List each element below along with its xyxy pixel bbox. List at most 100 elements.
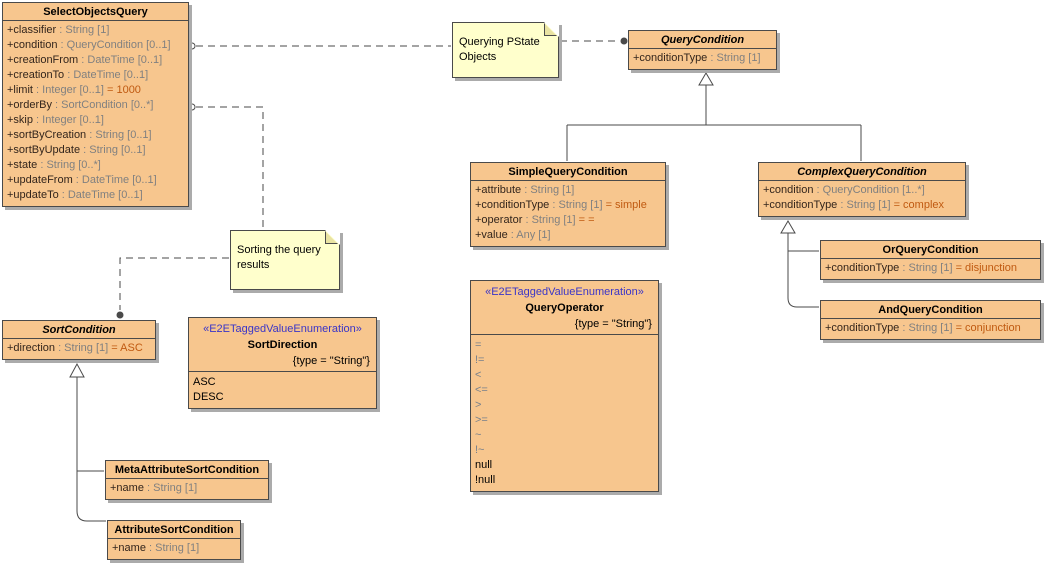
attr-name: +attribute [475,184,522,196]
attr-type: : DateTime [0..1] [78,54,163,66]
enum-literal: != [475,354,485,366]
element-anchor-dot-icon [116,311,124,319]
class-selectobjectsquery[interactable]: SelectObjectsQuery +classifier : String … [2,2,189,207]
attr-name: +sortByCreation [7,129,87,141]
attr-type: : Any [1] [507,229,551,241]
note-text: Objects [459,51,497,63]
enum-literal: !~ [475,444,485,456]
attr-name: +name [112,542,146,554]
attributes-compartment: +classifier : String [1] +condition : Qu… [3,21,188,206]
generalization-arrow-icon [698,72,714,86]
class-title: MetaAttributeSortCondition [106,461,268,479]
enum-literal: <= [475,384,488,396]
attr-name: +state [7,159,38,171]
attr-name: +value [475,229,508,241]
attr-default: = complex [890,199,945,211]
class-complexquerycondition[interactable]: ComplexQueryCondition +condition : Query… [758,162,966,217]
class-simplequerycondition[interactable]: SimpleQueryCondition +attribute : String… [470,162,666,247]
class-title: ComplexQueryCondition [759,163,965,181]
attr-type: : String [0..1] [80,144,146,156]
attr-type: : DateTime [0..1] [72,174,157,186]
attr-name: +conditionType [633,52,708,64]
attributes-compartment: +conditionType : String [1] = conjunctio… [821,319,1040,339]
enum-queryoperator[interactable]: «E2ETaggedValueEnumeration» QueryOperato… [470,280,659,492]
enum-title: SortDirection [247,339,318,351]
class-attributesortcondition[interactable]: AttributeSortCondition +name : String [1… [107,520,241,560]
attr-default: = 1000 [103,84,141,96]
attribute-row: +sortByUpdate : String [0..1] [3,143,188,158]
attribute-row: +conditionType : String [1] [629,51,776,66]
class-sortcondition[interactable]: SortCondition +direction : String [1] = … [2,320,156,360]
attribute-anchor-circle-icon [188,42,196,50]
attr-name: +condition [7,39,58,51]
attr-name: +updateTo [7,189,59,201]
generalization-arrow-icon [69,362,85,378]
note-anchor-note2-to-sortcondition [116,257,229,319]
attr-type: : String [1] [899,322,953,334]
attribute-row: +condition : QueryCondition [0..1] [3,38,188,53]
class-metaattributesortcondition[interactable]: MetaAttributeSortCondition +name : Strin… [105,460,269,500]
attribute-row: +conditionType : String [1] = simple [471,198,665,213]
attr-name: +limit [7,84,33,96]
note-anchor-orderby-to-note2 [188,103,264,229]
literals-compartment: = != < <= > >= ~ !~ null !null [471,335,658,491]
attribute-row: +creationFrom : DateTime [0..1] [3,53,188,68]
attr-type: : String [1] [837,199,891,211]
attr-name: +classifier [7,24,57,36]
enum-sortdirection[interactable]: «E2ETaggedValueEnumeration» SortDirectio… [188,317,377,409]
attribute-row: +name : String [1] [108,541,240,556]
attributes-compartment: +conditionType : String [1] = disjunctio… [821,259,1040,279]
attr-type: : DateTime [0..1] [58,189,143,201]
attr-default: = disjunction [952,262,1018,274]
enum-title: QueryOperator [525,302,604,314]
attributes-compartment: +direction : String [1] = ASC [3,339,155,359]
attr-name: +conditionType [825,322,900,334]
class-title: SimpleQueryCondition [471,163,665,181]
note-sorting-query-results[interactable]: Sorting the query results [230,230,340,290]
enum-header: «E2ETaggedValueEnumeration» SortDirectio… [189,318,376,372]
attr-name: +conditionType [825,262,900,274]
note-querying-pstate-objects[interactable]: Querying PState Objects [452,22,559,78]
attr-name: +orderBy [7,99,52,111]
attr-name: +sortByUpdate [7,144,81,156]
attr-name: +direction [7,342,56,354]
attributes-compartment: +name : String [1] [108,539,240,559]
generalization-querycondition-children [566,72,862,161]
attribute-row: +updateTo : DateTime [0..1] [3,188,188,203]
attribute-row: +updateFrom : DateTime [0..1] [3,173,188,188]
attr-name: +creationFrom [7,54,79,66]
attr-type: : String [1] [143,482,198,494]
attribute-row: +skip : Integer [0..1] [3,113,188,128]
enum-literal: !null [475,474,496,486]
attr-type: : String [0..*] [37,159,101,171]
attribute-row: +orderBy : SortCondition [0..*] [3,98,188,113]
class-querycondition[interactable]: QueryCondition +conditionType : String [… [628,30,777,70]
attributes-compartment: +attribute : String [1] +conditionType :… [471,181,665,246]
enum-type-constraint: {type = "String"} [292,355,370,367]
attribute-row: +state : String [0..*] [3,158,188,173]
attr-type: : String [1] [55,342,109,354]
attribute-row: +conditionType : String [1] = conjunctio… [821,321,1040,336]
attribute-row: +classifier : String [1] [3,23,188,38]
note-anchor-condition-to-note1 [188,42,451,50]
class-andquerycondition[interactable]: AndQueryCondition +conditionType : Strin… [820,300,1041,340]
enum-type-constraint: {type = "String"} [574,318,652,330]
attribute-row: +attribute : String [1] [471,183,665,198]
attr-type: : String [1] [549,199,603,211]
attr-name: +conditionType [763,199,838,211]
class-title: OrQueryCondition [821,241,1040,259]
attribute-row: +sortByCreation : String [0..1] [3,128,188,143]
literals-compartment: ASC DESC [189,372,376,408]
attr-type: : DateTime [0..1] [64,69,149,81]
stereotype-label: «E2ETaggedValueEnumeration» [485,286,644,298]
class-orquerycondition[interactable]: OrQueryCondition +conditionType : String… [820,240,1041,280]
attribute-row: +name : String [1] [106,481,268,496]
attr-type: : Integer [0..1] [32,84,104,96]
attributes-compartment: +conditionType : String [1] [629,49,776,69]
stereotype-label: «E2ETaggedValueEnumeration» [203,323,362,335]
attr-name: +skip [7,114,33,126]
attr-type: : SortCondition [0..*] [51,99,154,111]
attribute-row: +value : Any [1] [471,228,665,243]
attribute-row: +conditionType : String [1] = disjunctio… [821,261,1040,276]
enum-literal: < [475,369,482,381]
